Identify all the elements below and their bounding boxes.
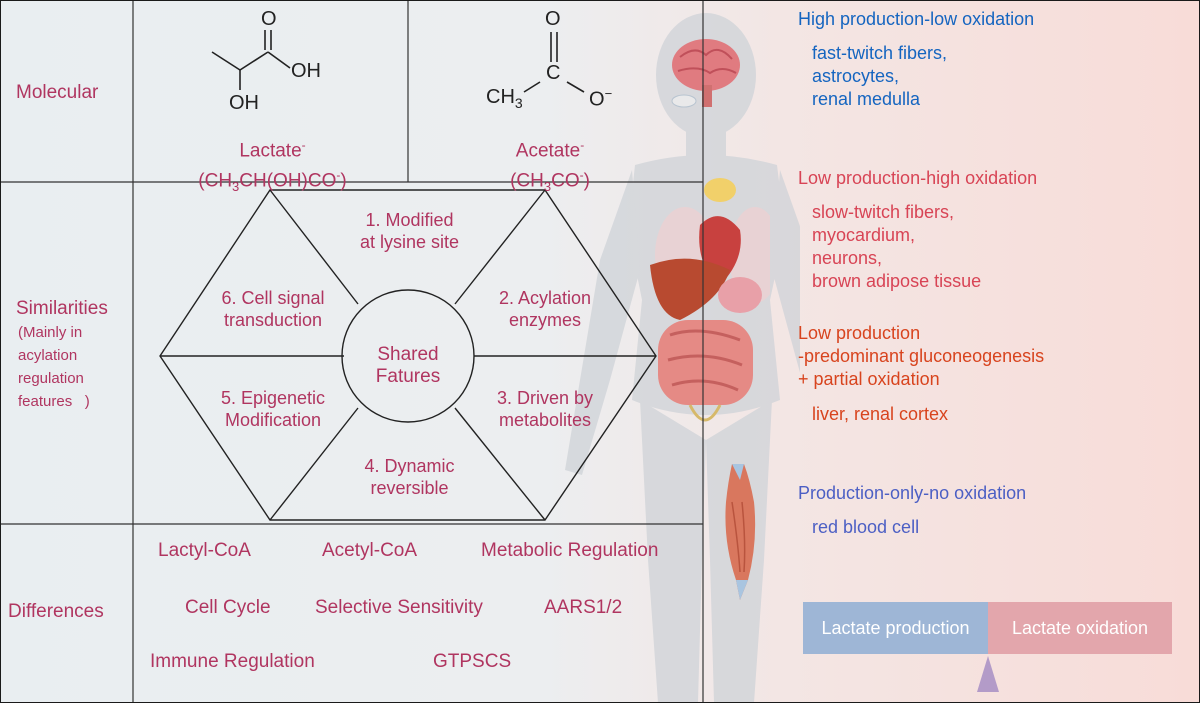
- group-heading-gluconeogenesis: Low production-predominant gluconeogenes…: [798, 323, 1045, 389]
- acetate-atom-c: C: [546, 62, 561, 84]
- legend-marker-icon: [977, 656, 999, 692]
- row-label-molecular: Molecular: [16, 82, 99, 103]
- acetate-atom-o: O: [545, 8, 561, 30]
- muscle-icon: [725, 464, 756, 600]
- brain-icon: [671, 39, 740, 108]
- row-label-similarities: Similarities: [16, 298, 108, 319]
- shared-features-hexagon: [159, 189, 657, 521]
- internal-organs-icon: [650, 39, 770, 422]
- difference-item: Cell Cycle: [185, 597, 271, 618]
- acetate-structure: [523, 32, 585, 93]
- group-items-production-only: red blood cell: [812, 517, 920, 537]
- similarities-note: (Mainly in acylation regulation features…: [18, 324, 90, 410]
- group-items-gluconeogenesis: liver, renal cortex: [812, 404, 949, 424]
- difference-item: Lactyl-CoA: [158, 540, 251, 561]
- difference-item: Acetyl-CoA: [322, 540, 418, 561]
- difference-item: Metabolic Regulation: [481, 540, 659, 561]
- group-items-high-production: fast-twitch fibers,astrocytes,renal medu…: [812, 43, 948, 109]
- acetate-label: Acetate- (CH3CO-): [510, 138, 590, 195]
- difference-item: Immune Regulation: [150, 651, 315, 672]
- lactate-structure: [211, 30, 291, 90]
- lactate-atom-oh: OH: [291, 60, 321, 82]
- group-heading-low-production-high-oxidation: Low production-high oxidation: [798, 168, 1038, 188]
- lactate-atom-o: O: [261, 8, 277, 30]
- difference-item: AARS1/2: [544, 597, 623, 618]
- lactate-label: Lactate- (CH3CH(OH)CO-): [198, 138, 347, 195]
- lactate-atom-oh-bottom: OH: [229, 92, 259, 114]
- difference-item: GTPSCS: [433, 651, 512, 672]
- acetate-atom-o-minus: O−: [589, 86, 613, 111]
- difference-item: Selective Sensitivity: [315, 597, 483, 618]
- group-heading-production-only: Production-only-no oxidation: [798, 483, 1027, 503]
- acetate-atom-ch3: CH3: [486, 86, 523, 111]
- group-heading-high-production: High production-low oxidation: [798, 9, 1035, 29]
- legend-lactate-oxidation: Lactate oxidation: [988, 602, 1172, 654]
- group-items-low-production-high-oxidation: slow-twitch fibers,myocardium,neurons,br…: [812, 202, 982, 291]
- legend-lactate-production: Lactate production: [803, 602, 988, 654]
- row-label-differences: Differences: [8, 601, 104, 622]
